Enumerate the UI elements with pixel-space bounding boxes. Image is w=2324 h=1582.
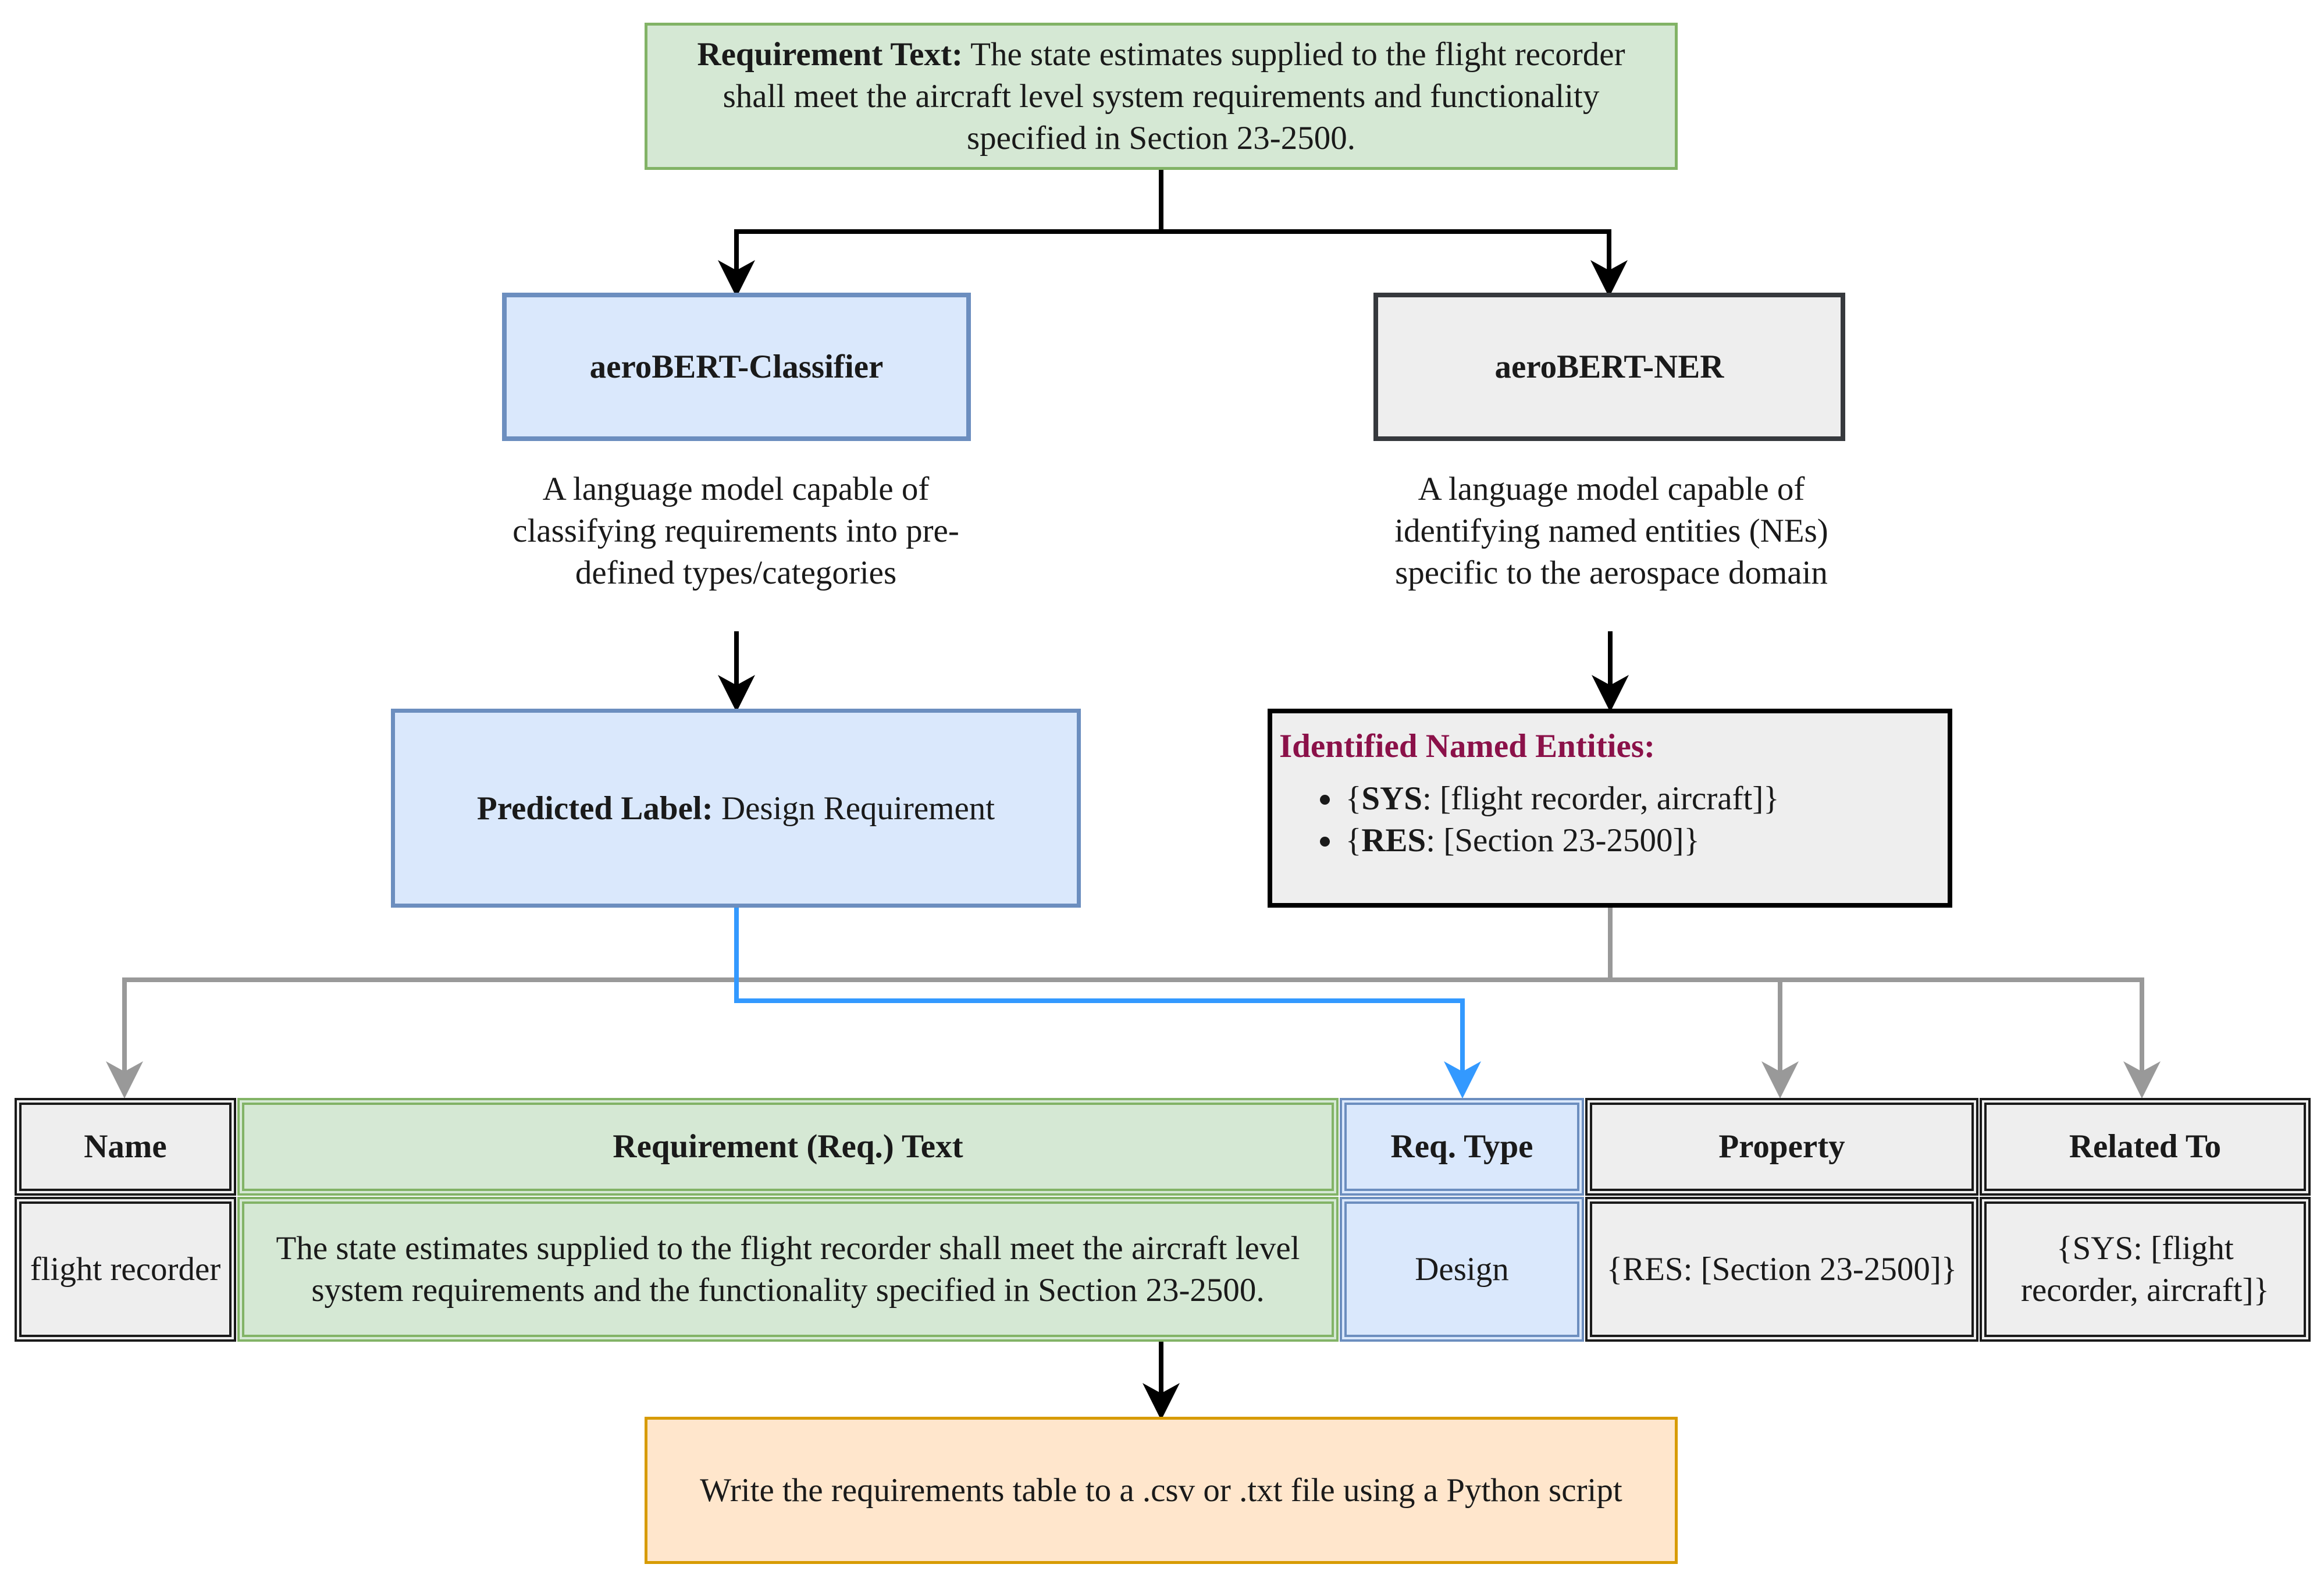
entity-tag: RES bbox=[1361, 822, 1426, 859]
entity-values: : [Section 23-2500]} bbox=[1426, 822, 1700, 859]
arrow-req-to-ner bbox=[1161, 229, 1628, 297]
table-header-req-text: Requirement (Req.) Text bbox=[237, 1098, 1339, 1196]
arrow-prediction-to-reqtype bbox=[734, 908, 1481, 1098]
named-entities-list: {SYS: [flight recorder, aircraft]} {RES:… bbox=[1279, 778, 1948, 862]
table-cell-name: flight recorder bbox=[15, 1197, 236, 1342]
table-cell-related-to: {SYS: [flight recorder, aircraft]} bbox=[1980, 1197, 2311, 1342]
table-cell-property: {RES: [Section 23-2500]} bbox=[1585, 1197, 1978, 1342]
arrow-entities-to-name bbox=[106, 908, 1613, 1098]
table-cell-req-text: The state estimates supplied to the flig… bbox=[237, 1197, 1339, 1342]
arrow-req-to-classifier bbox=[718, 170, 1163, 297]
classifier-title: aeroBERT-Classifier bbox=[589, 349, 884, 385]
requirement-label: Requirement Text: bbox=[697, 35, 963, 73]
table-cell-req-type: Design bbox=[1340, 1197, 1584, 1342]
arrow-entities-to-property bbox=[1610, 977, 1799, 1098]
output-text: Write the requirements table to a .csv o… bbox=[700, 1472, 1622, 1509]
predicted-label-title: Predicted Label: bbox=[476, 790, 713, 827]
ner-box: aeroBERT-NER bbox=[1373, 293, 1845, 441]
requirement-text: The state estimates supplied to the flig… bbox=[723, 35, 1625, 157]
entity-item: {RES: [Section 23-2500]} bbox=[1343, 820, 1948, 862]
named-entities-title: Identified Named Entities: bbox=[1279, 728, 1655, 765]
arrow-entities-to-related bbox=[1610, 977, 2161, 1098]
requirement-text-box: Requirement Text: The state estimates su… bbox=[645, 23, 1678, 170]
classifier-description: A language model capable of classifying … bbox=[513, 471, 959, 591]
ner-title: aeroBERT-NER bbox=[1494, 349, 1724, 385]
table-header-property: Property bbox=[1585, 1098, 1978, 1196]
table-header-req-type: Req. Type bbox=[1340, 1098, 1584, 1196]
entity-tag: SYS bbox=[1361, 780, 1422, 817]
named-entities-box: Identified Named Entities: {SYS: [flight… bbox=[1268, 709, 1952, 908]
classifier-box: aeroBERT-Classifier bbox=[502, 293, 971, 441]
entity-item: {SYS: [flight recorder, aircraft]} bbox=[1343, 778, 1948, 820]
predicted-label-box: Predicted Label: Design Requirement bbox=[391, 709, 1081, 908]
entity-values: : [flight recorder, aircraft]} bbox=[1422, 780, 1780, 817]
ner-description: A language model capable of identifying … bbox=[1394, 471, 1828, 591]
predicted-label-value: Design Requirement bbox=[713, 790, 995, 827]
table-header-name: Name bbox=[15, 1098, 236, 1196]
output-script-box: Write the requirements table to a .csv o… bbox=[645, 1417, 1678, 1564]
table-header-related-to: Related To bbox=[1980, 1098, 2311, 1196]
